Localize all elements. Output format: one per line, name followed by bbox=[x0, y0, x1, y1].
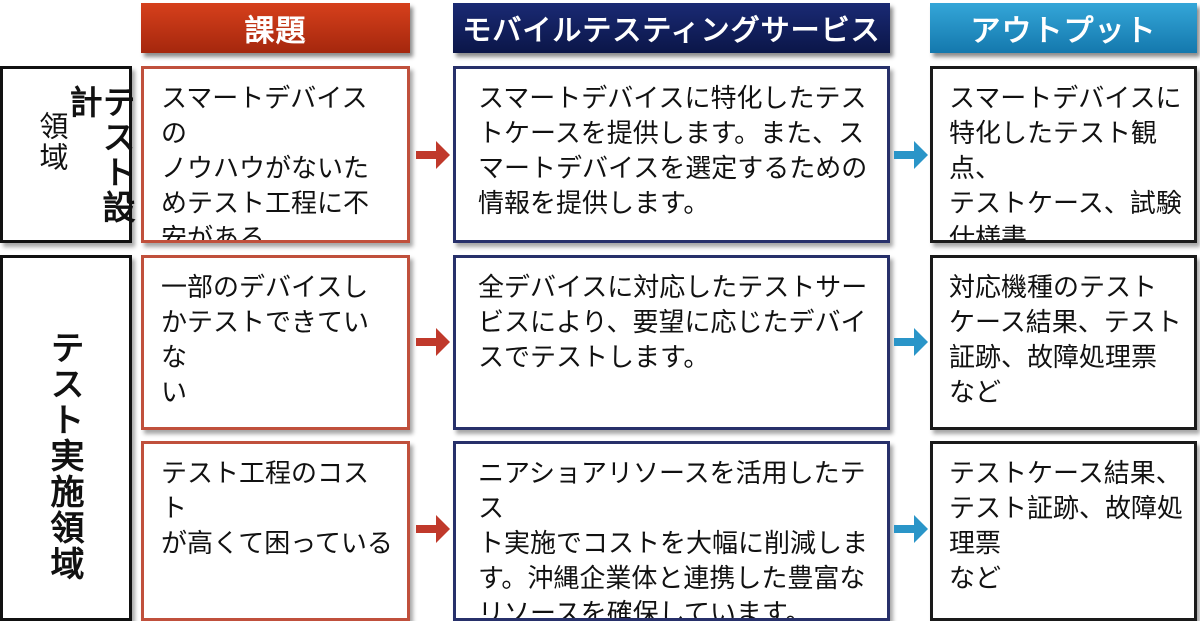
arrow-right-icon bbox=[894, 515, 928, 543]
arrow-right-icon bbox=[416, 141, 450, 169]
issue-cell-3: テスト工程のコスト が高くて困っている bbox=[141, 441, 410, 621]
header-output: アウトプット bbox=[930, 3, 1197, 53]
domain-test-execution: テスト実施領域 bbox=[0, 255, 132, 621]
issue-cell-1: スマートデバイスの ノウハウがないた めテスト工程に不 安がある bbox=[141, 66, 410, 243]
domain-test-design-title: テスト設計 bbox=[64, 85, 136, 225]
header-issue: 課題 bbox=[141, 3, 410, 53]
domain-test-design-suffix: 領域 bbox=[35, 111, 69, 173]
issue-cell-2: 一部のデバイスし かテストできていな い bbox=[141, 255, 410, 430]
arrow-right-icon bbox=[416, 328, 450, 356]
arrow-right-icon bbox=[894, 328, 928, 356]
service-cell-1: スマートデバイスに特化したテス トケースを提供します。また、ス マートデバイスを… bbox=[453, 66, 890, 243]
header-service: モバイルテスティングサービス bbox=[453, 3, 890, 53]
domain-test-execution-title: テスト実施領域 bbox=[44, 330, 84, 582]
service-cell-3: ニアショアリソースを活用したテス ト実施でコストを大幅に削減しま す。沖縄企業体… bbox=[453, 441, 890, 621]
domain-test-design: テスト設計 領域 bbox=[0, 66, 136, 243]
output-cell-1: スマートデバイスに 特化したテスト観点、 テストケース、試験 仕様書 など bbox=[930, 66, 1197, 243]
service-cell-2: 全デバイスに対応したテストサー ビスにより、要望に応じたデバイ スでテストします… bbox=[453, 255, 890, 430]
output-cell-2: 対応機種のテスト ケース結果、テスト 証跡、故障処理票 など bbox=[930, 255, 1197, 430]
arrow-right-icon bbox=[416, 515, 450, 543]
arrow-right-icon bbox=[894, 141, 928, 169]
output-cell-3: テストケース結果、 テスト証跡、故障処 理票 など bbox=[930, 441, 1197, 621]
